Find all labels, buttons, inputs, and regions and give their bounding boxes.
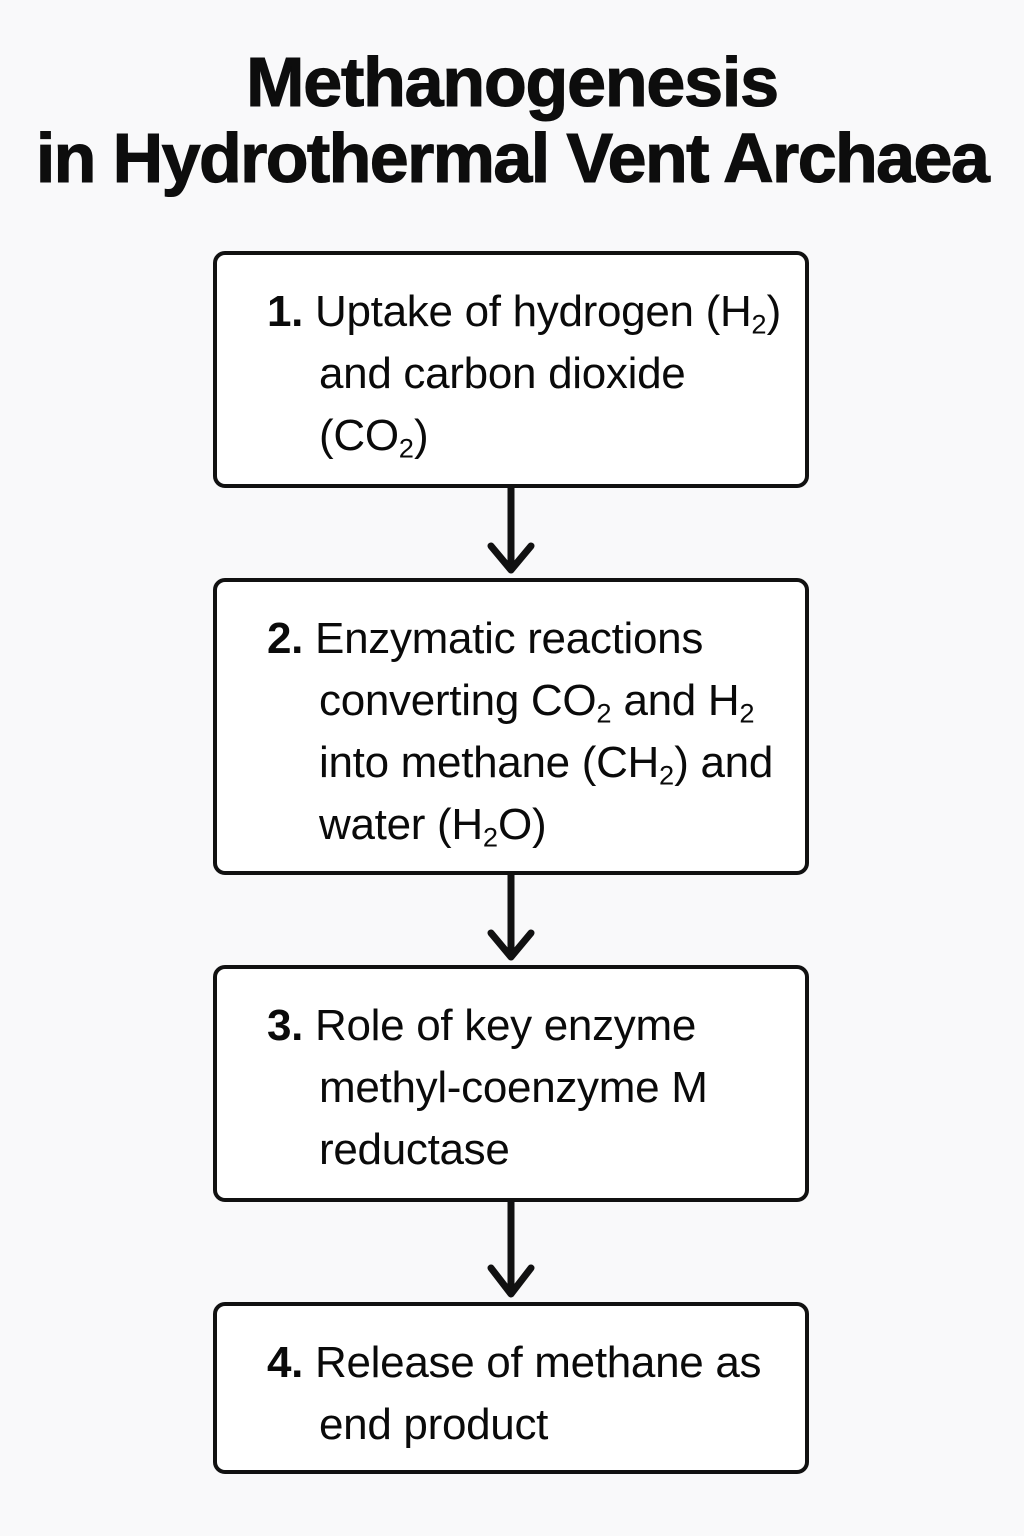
flow-step-4[interactable]: 4. Release of methane as end product xyxy=(213,1302,809,1474)
flow-step-2[interactable]: 2. Enzymatic reactions converting CO2 an… xyxy=(213,578,809,875)
flow-step-1[interactable]: 1. Uptake of hydrogen (H2) and carbon di… xyxy=(213,251,809,488)
title-line-1: Methanogenesis xyxy=(246,43,780,121)
flow-step-1-text: 1. Uptake of hydrogen (H2) and carbon di… xyxy=(267,287,781,464)
subscript: 2 xyxy=(398,432,414,464)
flowchart: 1. Uptake of hydrogen (H2) and carbon di… xyxy=(213,251,809,1474)
flow-step-3[interactable]: 3. Role of key enzyme methyl-coenzyme M … xyxy=(213,965,809,1202)
page-title: Methanogenesis in Hydrothermal Vent Arch… xyxy=(0,43,1024,198)
flow-step-4-text: 4. Release of methane as end product xyxy=(267,1338,762,1450)
subscript: 2 xyxy=(659,759,675,791)
subscript: 2 xyxy=(739,697,755,729)
subscript: 2 xyxy=(751,308,767,340)
step-number: 1. xyxy=(267,287,316,336)
subscript: 2 xyxy=(596,697,612,729)
step-number: 2. xyxy=(267,614,316,663)
flow-arrow-3 xyxy=(213,1202,809,1302)
flow-arrow-1 xyxy=(213,488,809,578)
flow-step-2-text: 2. Enzymatic reactions converting CO2 an… xyxy=(267,614,773,853)
flow-arrow-2 xyxy=(213,875,809,965)
subscript: 2 xyxy=(482,821,499,853)
flow-step-3-text: 3. Role of key enzyme methyl-coenzyme M … xyxy=(267,1001,708,1175)
step-number: 4. xyxy=(267,1338,316,1387)
step-number: 3. xyxy=(267,1001,316,1050)
title-line-2: in Hydrothermal Vent Archaea xyxy=(35,119,990,198)
